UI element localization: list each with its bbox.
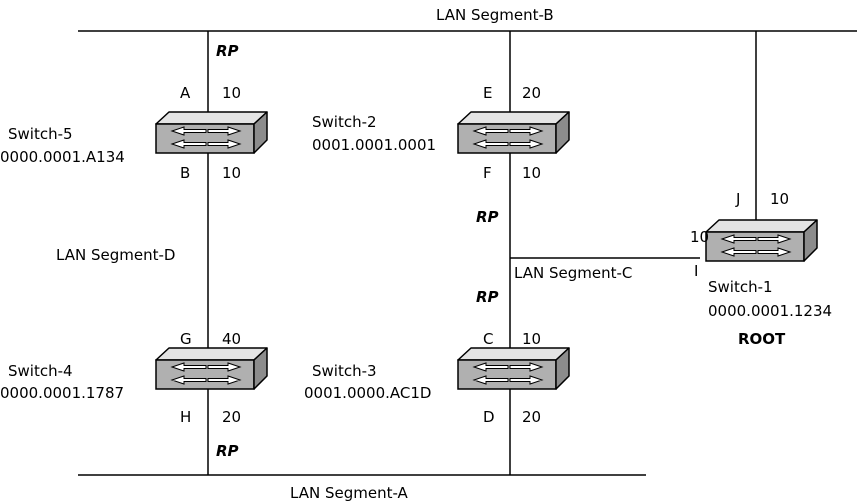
switch-3-id: 0001.0000.AC1D bbox=[304, 384, 432, 402]
switch-5-id: 0000.0001.A134 bbox=[0, 148, 125, 166]
port-f-cost: 10 bbox=[522, 164, 542, 182]
port-e-cost: 20 bbox=[522, 84, 542, 102]
port-b-label: B bbox=[180, 164, 191, 182]
port-h-cost: 20 bbox=[222, 408, 242, 426]
port-f-label: F bbox=[483, 164, 492, 182]
port-c-label: C bbox=[483, 330, 494, 348]
switch-2-name: Switch-2 bbox=[312, 113, 377, 131]
port-g-label: G bbox=[180, 330, 192, 348]
switch-1-name: Switch-1 bbox=[708, 278, 773, 296]
port-g-cost: 40 bbox=[222, 330, 242, 348]
port-h-label: H bbox=[180, 408, 192, 426]
switch-5-icon bbox=[155, 111, 268, 154]
switch-3-name: Switch-3 bbox=[312, 362, 377, 380]
lan-segment-d-label: LAN Segment-D bbox=[56, 246, 176, 264]
port-b-cost: 10 bbox=[222, 164, 242, 182]
lan-segment-b-label: LAN Segment-B bbox=[436, 6, 554, 24]
switch-2-icon bbox=[457, 111, 570, 154]
switch-4-id: 0000.0001.1787 bbox=[0, 384, 125, 402]
lan-segment-c-label: LAN Segment-C bbox=[514, 264, 633, 282]
port-d-label: D bbox=[483, 408, 495, 426]
port-a-label: A bbox=[180, 84, 191, 102]
switch-1-icon bbox=[705, 219, 818, 262]
switch-5-name: Switch-5 bbox=[8, 125, 73, 143]
switch-1-id: 0000.0001.1234 bbox=[708, 302, 833, 320]
rp-label-switch3: RP bbox=[476, 288, 499, 306]
switch-4-icon bbox=[155, 347, 268, 390]
root-bridge-label: ROOT bbox=[738, 330, 786, 348]
port-i-cost: 10 bbox=[690, 228, 710, 246]
rp-label-switch2: RP bbox=[476, 208, 499, 226]
port-d-cost: 20 bbox=[522, 408, 542, 426]
port-a-cost: 10 bbox=[222, 84, 242, 102]
switch-2-id: 0001.0001.0001 bbox=[312, 136, 437, 154]
port-e-label: E bbox=[483, 84, 493, 102]
port-i-label: I bbox=[694, 262, 699, 280]
port-c-cost: 10 bbox=[522, 330, 542, 348]
switch-4-name: Switch-4 bbox=[8, 362, 73, 380]
rp-label-switch5: RP bbox=[216, 42, 239, 60]
switch-3-icon bbox=[457, 347, 570, 390]
port-j-label: J bbox=[736, 190, 741, 208]
lan-segment-a-label: LAN Segment-A bbox=[290, 484, 408, 502]
rp-label-switch4: RP bbox=[216, 442, 239, 460]
port-j-cost: 10 bbox=[770, 190, 790, 208]
